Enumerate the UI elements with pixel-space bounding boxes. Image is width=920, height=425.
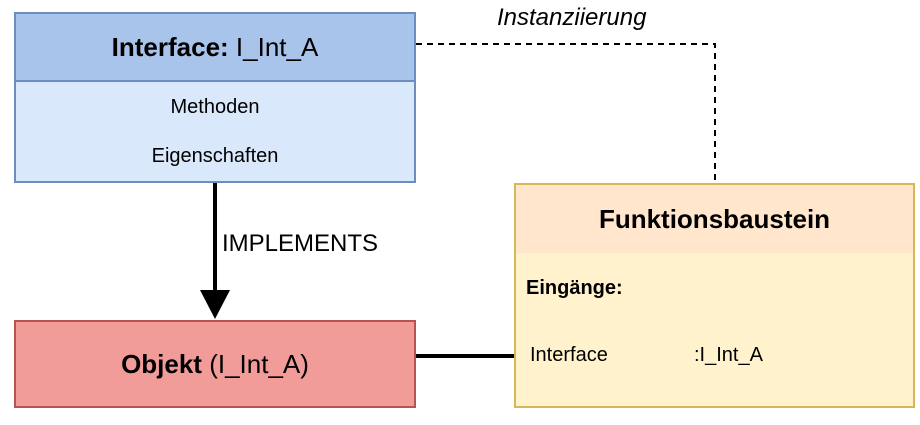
function-block-body[interactable]	[514, 253, 915, 408]
interface-title-name: I_Int_A	[228, 31, 319, 62]
interface-row-label: Methoden	[170, 95, 260, 118]
interface-header[interactable]: Interface: I_Int_A	[14, 12, 416, 82]
implements-arrowhead	[200, 290, 230, 319]
interface-title-label: Interface:	[111, 31, 229, 62]
function-block-header[interactable]: Funktionsbaustein	[514, 183, 915, 255]
port-type: :I_Int_A	[694, 344, 763, 366]
instantiation-label: Instanziierung	[497, 4, 647, 31]
function-block-title: Funktionsbaustein	[598, 203, 831, 234]
instantiation-dashed-line	[416, 43, 716, 183]
inputs-header: Eingänge:	[526, 277, 623, 299]
port-name: Interface	[530, 344, 608, 366]
interface-row-label: Eigenschaften	[151, 145, 279, 167]
object-box[interactable]: Objekt (I_Int_A)	[14, 320, 416, 408]
interface-row-methoden[interactable]: Methoden	[14, 82, 416, 134]
object-name: Objekt	[121, 348, 202, 379]
object-type: (I_Int_A)	[201, 348, 309, 379]
implements-label: IMPLEMENTS	[222, 230, 379, 257]
interface-row-eigenschaften[interactable]: Eigenschaften	[14, 132, 416, 183]
